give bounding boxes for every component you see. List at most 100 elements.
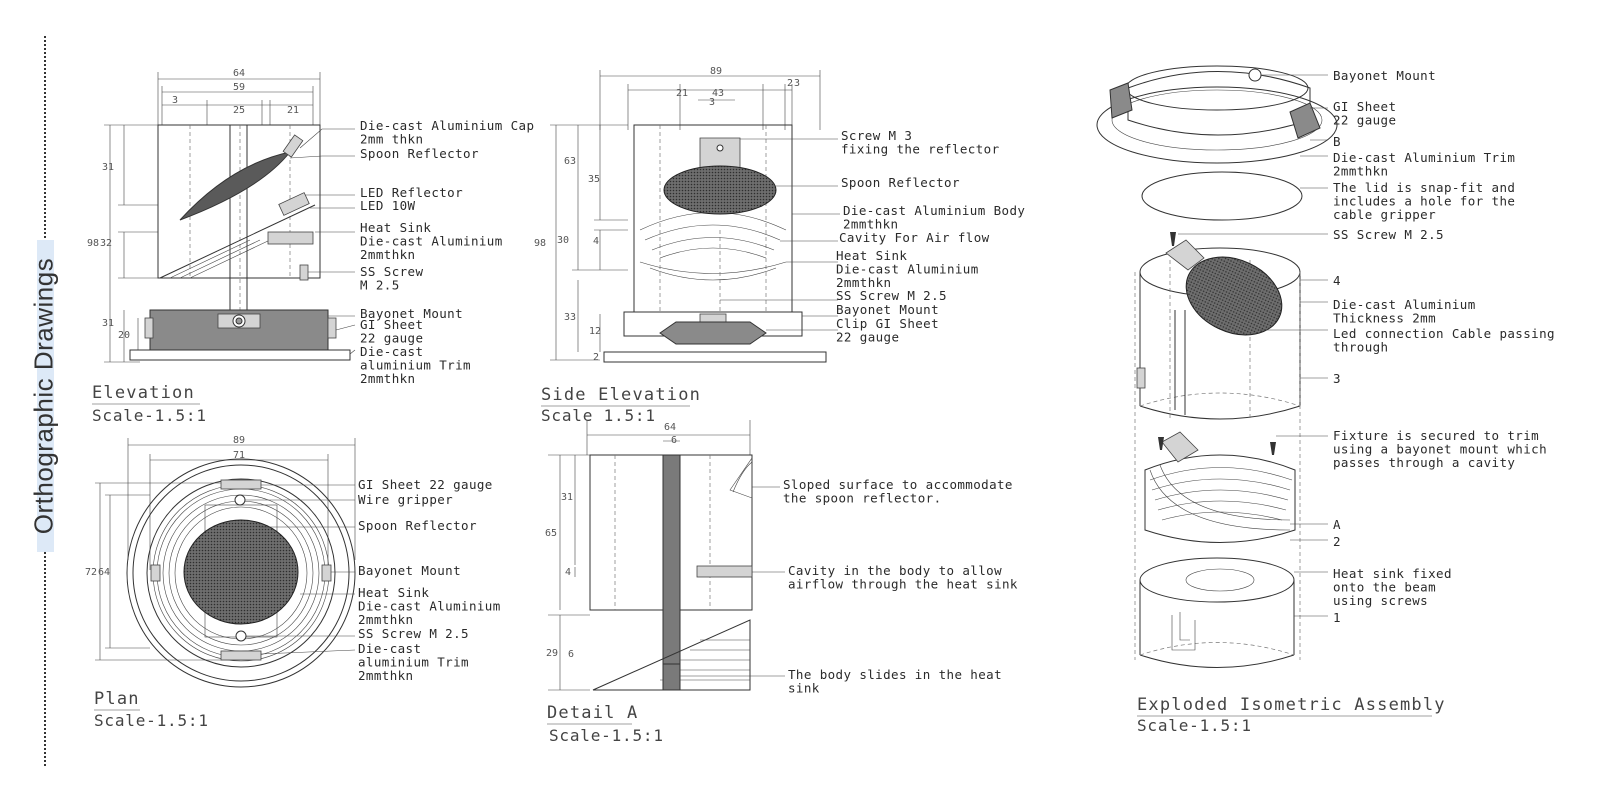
elevation-title-block: Elevation Scale-1.5:1 [92, 383, 207, 425]
side-elevation-dimension-left-6: 33 [564, 312, 576, 323]
side-elevation-callout-7: Bayonet Mount [836, 302, 939, 317]
detail-a-dimension-left-1: 31 [561, 492, 573, 503]
elevation-dimension-top-5: 21 [287, 105, 299, 116]
detail-a-scale: Scale-1.5:1 [549, 726, 664, 745]
plan-scale: Scale-1.5:1 [94, 711, 209, 730]
exploded-callout-15: 1 [1333, 610, 1341, 625]
exploded-title-block: Exploded Isometric Assembly Scale-1.5:1 [1137, 695, 1446, 735]
exploded-assembly-view [1096, 65, 1338, 668]
elevation-callout-7: Bayonet Mount [360, 306, 463, 321]
elevation-dimension-top-4: 25 [233, 105, 245, 116]
exploded-callout-3: B [1333, 134, 1341, 149]
exploded-callout-6: SS Screw M 2.5 [1333, 227, 1444, 242]
exploded-callout-7: 4 [1333, 273, 1341, 288]
plan-callout-4: Bayonet Mount [358, 563, 461, 578]
elevation-dimension-top-2: 59 [233, 82, 245, 93]
elevation-callout-2: Spoon Reflector [360, 146, 479, 161]
side-elevation-dimension-left-4: 30 [557, 235, 569, 246]
side-elevation-dimension-top-4: 3 [709, 97, 715, 108]
elevation-dimension-top-1: 64 [233, 68, 245, 79]
detail-a-view [548, 420, 785, 691]
elevation-callout-4: LED 10W [360, 198, 416, 213]
side-elevation-callout-4: Cavity For Air flow [839, 230, 990, 245]
side-elevation-dimension-left-5: 4 [593, 236, 599, 247]
plan-view [95, 438, 356, 688]
side-elevation-dimension-top-2: 21 [676, 88, 688, 99]
detail-a-title: Detail A [547, 703, 638, 723]
sheet-title-tab [37, 240, 54, 552]
exploded-title: Exploded Isometric Assembly [1137, 695, 1446, 715]
side-elevation-scale: Scale 1.5:1 [541, 406, 656, 425]
side-elevation-dimension-left-1: 63 [564, 156, 576, 167]
exploded-callout-1: Bayonet Mount [1333, 68, 1436, 83]
plan-dimension-left-1: 72 [85, 567, 97, 578]
elevation-callout-3: LED Reflector [360, 185, 463, 200]
detail-a-dimension-top-2: 6 [671, 435, 677, 446]
plan-title-block: Plan Scale-1.5:1 [94, 689, 209, 730]
detail-a-dimension-left-3: 4 [565, 567, 571, 578]
exploded-callout-12: A [1333, 517, 1341, 532]
plan-title: Plan [94, 689, 140, 709]
side-elevation-callout-6: SS Screw M 2.5 [836, 288, 947, 303]
plan-dimension-left-2: 64 [98, 567, 110, 578]
exploded-callout-13: 2 [1333, 534, 1341, 549]
plan-dimension-top-2: 71 [233, 450, 245, 461]
side-elevation-callout-2: Spoon Reflector [841, 175, 960, 190]
elevation-dimension-left-5: 20 [118, 330, 130, 341]
detail-a-dimension-left-4: 29 [546, 648, 558, 659]
plan-callout-3: Spoon Reflector [358, 518, 477, 533]
elevation-view [104, 72, 356, 363]
plan-callout-6: SS Screw M 2.5 [358, 626, 469, 641]
side-elevation-view [550, 70, 840, 363]
exploded-scale: Scale-1.5:1 [1137, 716, 1252, 735]
side-elevation-dimension-top-3: 43 [712, 88, 724, 99]
side-elevation-dimension-left-2: 35 [588, 174, 600, 185]
detail-a-dimension-left-2: 65 [545, 528, 557, 539]
detail-a-dimension-left-5: 6 [568, 649, 574, 660]
plan-dimension-top-1: 89 [233, 435, 245, 446]
side-elevation-dimension-left-7: 12 [589, 326, 601, 337]
elevation-scale: Scale-1.5:1 [92, 406, 207, 425]
plan-callout-1: GI Sheet 22 gauge [358, 477, 493, 492]
side-elevation-dimension-top-6: 3 [794, 78, 800, 89]
elevation-dimension-left-1: 31 [102, 162, 114, 173]
side-elevation-dimension-top-5: 2 [787, 78, 793, 89]
side-elevation-dimension-top-1: 89 [710, 66, 722, 77]
side-elevation-title-block: Side Elevation Scale 1.5:1 [541, 385, 701, 425]
elevation-dimension-left-2: 98 [87, 238, 99, 249]
exploded-callout-10: 3 [1333, 371, 1341, 386]
elevation-dimension-top-3: 3 [172, 95, 178, 106]
elevation-dimension-left-4: 31 [102, 318, 114, 329]
side-elevation-dimension-left-8: 2 [593, 352, 599, 363]
detail-a-title-block: Detail A Scale-1.5:1 [547, 703, 664, 745]
side-elevation-title: Side Elevation [541, 385, 701, 405]
plan-callout-2: Wire gripper [358, 492, 453, 507]
detail-a-dimension-top-1: 64 [664, 422, 676, 433]
side-elevation-dimension-left-3: 98 [534, 238, 546, 249]
elevation-title: Elevation [92, 383, 195, 403]
elevation-dimension-left-3: 32 [100, 238, 112, 249]
